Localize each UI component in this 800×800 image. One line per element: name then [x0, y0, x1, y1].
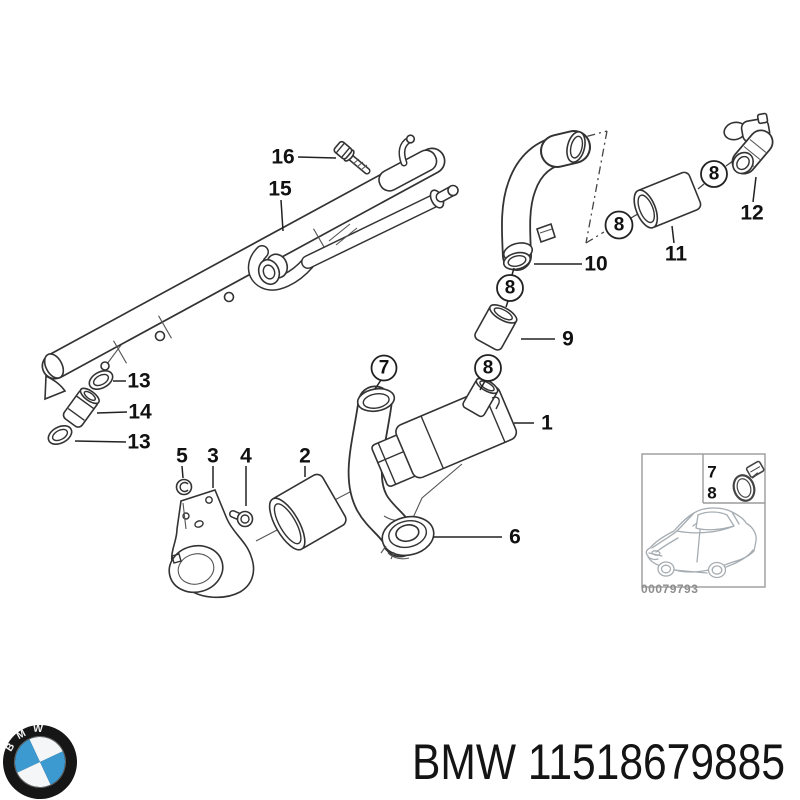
injector-part-14 — [62, 387, 100, 428]
o-ring-part-13-upper — [88, 370, 114, 390]
valve-to-gasket-line — [411, 463, 463, 521]
label-part-6: 6 — [509, 526, 521, 549]
label-part-13-upper: 13 — [127, 370, 150, 393]
label-part-12: 12 — [740, 202, 763, 225]
sleeve-part-9 — [474, 304, 518, 351]
label-part-13-lower: 13 — [127, 431, 150, 454]
car-thumbnail — [645, 507, 757, 579]
label-part-11: 11 — [665, 243, 688, 266]
part-number-labels: 16 15 13 14 13 5 3 4 2 9 1 6 10 11 12 — [127, 146, 763, 549]
leader-lines — [74, 156, 757, 538]
connector-part-12 — [723, 112, 774, 175]
label-part-14: 14 — [128, 401, 152, 424]
callout-label-8d: 8 — [709, 164, 720, 185]
inset-label-7: 7 — [707, 463, 716, 482]
label-part-15: 15 — [268, 178, 292, 201]
callout-label-8a: 8 — [483, 358, 494, 379]
bmw-logo: BMW — [0, 715, 77, 799]
label-part-10: 10 — [584, 253, 607, 276]
hose-part-11 — [633, 171, 702, 229]
label-part-1: 1 — [541, 412, 553, 435]
callout-label-8c: 8 — [614, 215, 625, 236]
callout-label-8b: 8 — [505, 278, 516, 299]
fuel-rail-part-15 — [41, 134, 459, 401]
label-part-16: 16 — [271, 146, 294, 169]
inset-label-8: 8 — [707, 484, 716, 503]
inset-box: 7 8 — [641, 453, 766, 596]
callout-circle-8a — [474, 354, 502, 382]
callout-circle-8c — [604, 210, 634, 240]
grommet-part-5 — [175, 478, 193, 496]
label-part-9: 9 — [562, 328, 574, 351]
hose-part-10 — [501, 130, 591, 271]
screw-part-16 — [333, 140, 371, 175]
image-code: 00079793 — [641, 582, 698, 596]
part-number-text: BMW 11518679885 — [412, 734, 785, 790]
hose-clamp-icon — [732, 460, 765, 502]
label-part-2: 2 — [299, 445, 311, 468]
label-part-3: 3 — [207, 445, 219, 468]
sleeve-part-2 — [268, 473, 347, 551]
gasket-part-6 — [380, 515, 435, 560]
callout-circle-7 — [370, 354, 398, 382]
label-part-5: 5 — [176, 445, 188, 468]
callout-circle-8d — [700, 160, 728, 188]
o-ring-part-13-lower — [47, 425, 73, 445]
label-part-4: 4 — [240, 445, 252, 468]
bracket-part-3 — [168, 489, 255, 599]
circled-callouts: 7 8 8 8 8 — [370, 160, 728, 382]
callout-label-7: 7 — [379, 358, 390, 379]
valve-part-1 — [371, 377, 518, 487]
screw-part-4 — [229, 510, 254, 528]
callout-circle-8b — [496, 274, 524, 302]
